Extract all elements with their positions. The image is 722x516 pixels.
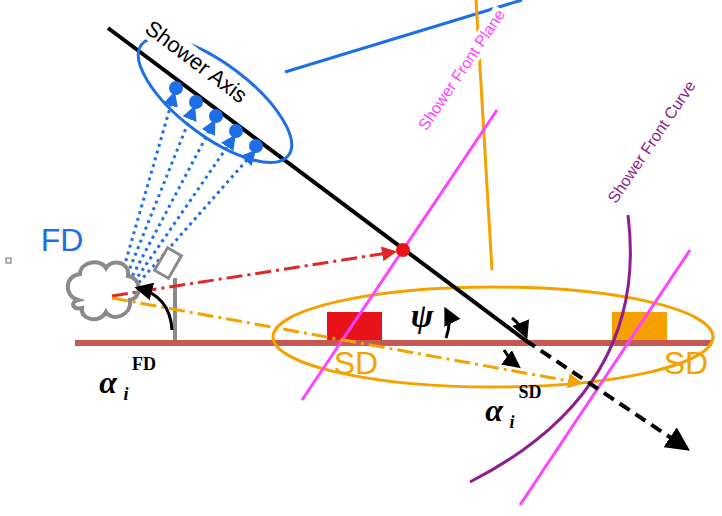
angle-symbol: ψ xyxy=(409,298,436,334)
shower-axis xyxy=(525,340,686,448)
superscript: FD xyxy=(130,354,158,374)
ground-line xyxy=(75,340,712,346)
fd-building xyxy=(68,262,139,319)
front-curve xyxy=(470,215,630,482)
sight-line xyxy=(112,298,580,383)
plane-point xyxy=(396,243,410,257)
view-rays xyxy=(118,94,254,288)
sd-region xyxy=(273,287,713,387)
superscript: SD xyxy=(516,382,543,402)
curve-label: Shower Front Curve xyxy=(603,76,700,208)
angle-arc xyxy=(138,288,172,330)
angle-arc xyxy=(512,318,526,336)
plane-label: Shower Front Plane xyxy=(414,5,510,136)
subscript: i xyxy=(507,412,516,432)
sight-line xyxy=(112,252,394,296)
sd-label: SD xyxy=(332,346,380,380)
angle-arc xyxy=(446,310,449,338)
angle-symbol: α xyxy=(97,365,119,399)
small-mark xyxy=(6,258,11,263)
fd-label: FD xyxy=(39,223,86,257)
sd-label: SD xyxy=(662,346,710,380)
front-plane xyxy=(302,110,497,400)
fd-telescope xyxy=(155,248,182,279)
surface-detector xyxy=(327,312,382,340)
subscript: i xyxy=(121,384,130,404)
angle-symbol: α xyxy=(483,393,505,427)
angle-arc xyxy=(504,350,518,366)
